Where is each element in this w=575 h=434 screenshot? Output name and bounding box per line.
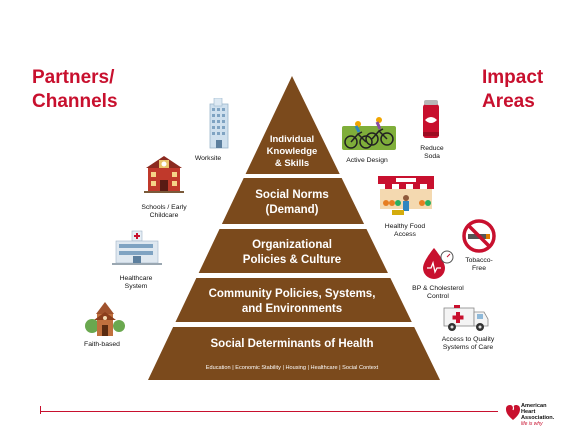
partners-channels-heading: Partners/ Channels: [32, 66, 118, 114]
schools-caption: Schools / Early Childcare: [134, 204, 194, 221]
reduce-soda-line1: Reduce: [420, 145, 444, 152]
healthcare-caption-line2: System: [124, 283, 148, 291]
partners-heading-line2: Channels: [32, 91, 118, 112]
tier2-label-line1: Social Norms: [255, 189, 329, 201]
footer-divider: [40, 411, 498, 412]
aha-line3: Association.: [521, 415, 555, 421]
bp-line2: Control: [427, 293, 449, 301]
tier1-label-line3: & Skills: [275, 158, 309, 169]
church-icon: [85, 302, 125, 336]
tier-divider: [234, 174, 350, 178]
aha-line2: Heart: [521, 409, 536, 415]
faith-caption: Faith-based: [84, 341, 120, 348]
school-icon: [144, 156, 184, 193]
reduce-soda-line2: Soda: [424, 153, 440, 161]
tier4-label-line1: Community Policies, Systems,: [209, 288, 376, 300]
office-building-icon: [209, 98, 229, 149]
ambulance-icon: [443, 305, 489, 331]
cyclists-icon: [342, 117, 396, 150]
care-caption: Access to Quality Systems of Care: [436, 336, 500, 353]
tier2-label-line2: (Demand): [265, 204, 318, 216]
tier5-label: Social Determinants of Health: [211, 338, 374, 350]
tier4-label-line2: and Environments: [242, 303, 342, 315]
tier-divider: [188, 273, 397, 278]
partners-heading-line1: Partners/: [32, 67, 115, 88]
impact-heading-line2: Areas: [482, 91, 535, 112]
tier1-label-line1: Individual: [270, 134, 314, 145]
care-line1: Access to Quality: [441, 336, 495, 343]
blood-drop-gauge-icon: [423, 248, 454, 279]
healthy-food-caption: Healthy Food Access: [377, 223, 433, 240]
tobacco-line2: Free: [472, 265, 486, 273]
heart-torch-logo: [506, 402, 520, 420]
hospital-icon: [112, 230, 162, 265]
reduce-soda-caption: Reduce Soda: [412, 145, 452, 162]
tobacco-caption: Tobacco- Free: [459, 257, 499, 274]
aha-tagline: life is why: [521, 421, 543, 427]
tier1-label-line2: Knowledge: [267, 146, 318, 157]
worksite-caption: Worksite: [194, 155, 222, 162]
schools-caption-line1: Schools / Early: [141, 204, 187, 211]
bp-line1: BP & Cholesterol: [412, 285, 464, 292]
no-smoking-icon: [462, 219, 496, 253]
footer-tick: [40, 406, 41, 414]
tier-divider: [165, 322, 420, 327]
tier3-label-line2: Policies & Culture: [243, 254, 341, 266]
soda-can-icon: [423, 100, 439, 138]
active-design-caption: Active Design: [346, 157, 388, 164]
aha-wordmark: American Heart Association.: [521, 403, 554, 421]
healthcare-caption: Healthcare System: [108, 275, 164, 292]
impact-areas-heading: Impact Areas: [482, 66, 543, 114]
care-line2: Systems of Care: [442, 344, 494, 352]
healthy-food-line2: Access: [394, 231, 416, 239]
aha-line1: American: [521, 403, 547, 409]
schools-caption-line2: Childcare: [149, 212, 179, 220]
market-icon: [378, 176, 434, 215]
tobacco-line1: Tobacco-: [465, 257, 493, 264]
tier3-label-line1: Organizational: [252, 239, 332, 251]
healthcare-caption-line1: Healthcare: [119, 275, 153, 282]
impact-heading-line1: Impact: [482, 67, 544, 88]
base-caption: Education | Economic Stability | Housing…: [206, 365, 379, 371]
bp-caption: BP & Cholesterol Control: [408, 285, 468, 302]
healthy-food-line1: Healthy Food: [384, 223, 426, 230]
tier-divider: [211, 224, 374, 229]
